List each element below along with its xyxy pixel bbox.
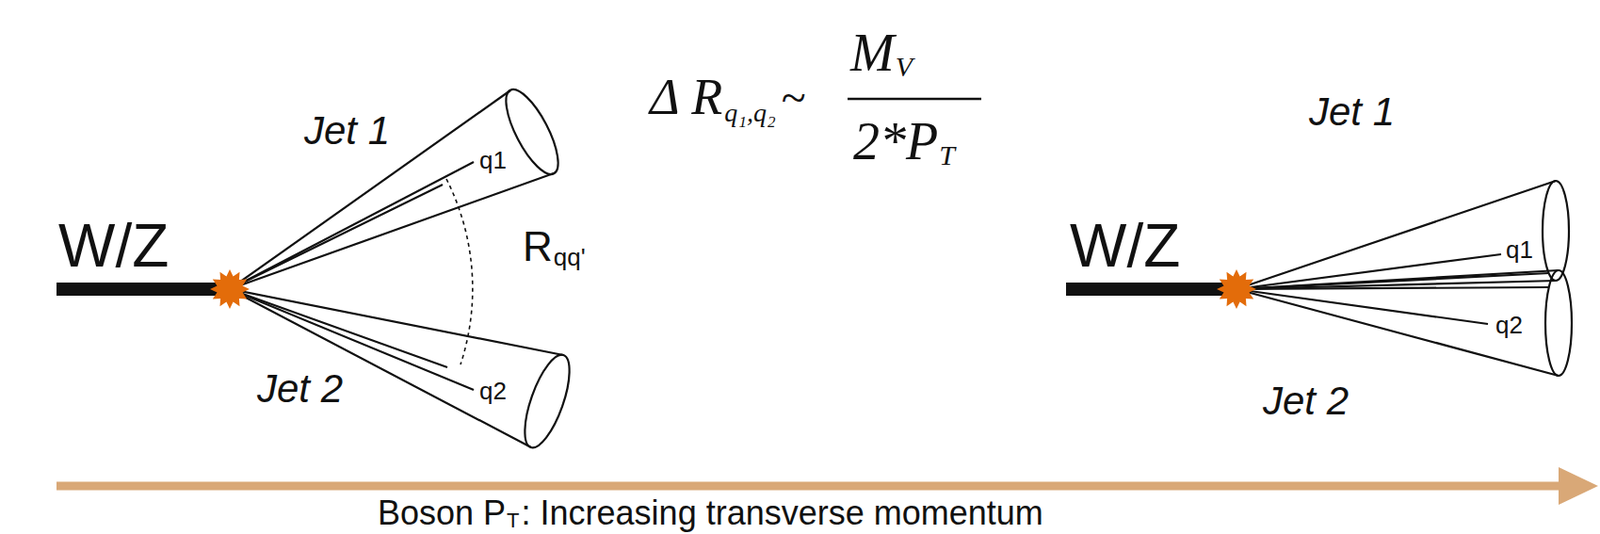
jet-label: Jet 2 (1262, 381, 1349, 421)
axis-arrowhead (1558, 467, 1599, 505)
fraction-bar (847, 97, 982, 101)
cone-edge (1236, 289, 1559, 376)
quark-line (1236, 273, 1550, 290)
boson-label: W/Z (1069, 215, 1180, 276)
cone-opening (516, 349, 580, 453)
quark-line (1236, 287, 1550, 290)
axis-subscript: T (506, 510, 519, 532)
quark-line (229, 289, 448, 368)
cone-edge (229, 289, 532, 448)
formula-mass: M (850, 26, 895, 80)
cone-edge (229, 289, 564, 356)
decay-vertex (1216, 269, 1257, 309)
cone-edge (229, 173, 554, 290)
delta-r-arc (446, 178, 473, 365)
delta-r-label: R (522, 226, 553, 268)
jet-label: Jet 1 (1309, 92, 1395, 132)
resolved-jets (56, 82, 579, 453)
formula-momentum: 2*P (853, 114, 938, 168)
quark-label: q2 (1495, 312, 1523, 338)
quark-label: q1 (1505, 237, 1534, 262)
merged-jets (1066, 180, 1572, 376)
boson-line (56, 282, 230, 296)
quark-line (1236, 289, 1488, 324)
quark-label: q2 (479, 378, 507, 404)
momentum-axis (56, 482, 1564, 491)
axis-title: Boson P (377, 496, 506, 531)
cone-opening (1542, 180, 1569, 281)
jet-label: Jet 2 (257, 369, 343, 409)
cone-opening (1545, 270, 1572, 376)
cone-edge (229, 90, 511, 290)
quark-line (229, 184, 443, 290)
quark-line (1236, 254, 1502, 290)
formula-delta-r: Δ R (649, 71, 723, 123)
delta-r-subscript: qq' (553, 244, 586, 270)
formula-subscript: V (895, 52, 913, 81)
jet-label: Jet 1 (304, 111, 390, 151)
boson-line (1066, 282, 1237, 296)
cone-edge (1236, 270, 1559, 290)
quark-line (229, 161, 474, 290)
axis-title: : Increasing transverse momentum (521, 496, 1044, 531)
decay-vertex (210, 269, 250, 309)
formula-subscript: q₁,q₂ (724, 99, 776, 127)
boson-label: W/Z (58, 215, 169, 276)
quark-label: q1 (479, 147, 507, 173)
cone-opening (496, 82, 568, 181)
formula-subscript: T (938, 141, 955, 170)
formula-tilde: ~ (781, 75, 807, 121)
